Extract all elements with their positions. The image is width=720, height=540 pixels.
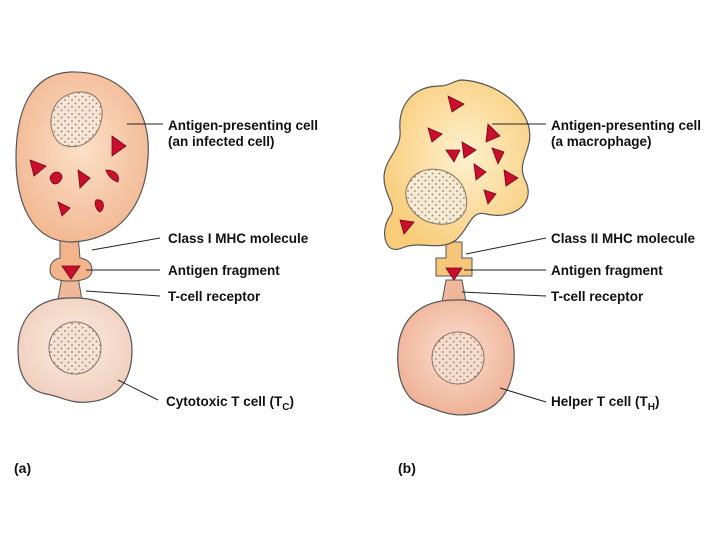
- antigen: [473, 163, 487, 181]
- antigen: [77, 169, 91, 189]
- label-apc-b-line2: (a macrophage): [551, 134, 652, 149]
- label-apc-b: Antigen-presenting cell (a macrophage): [551, 118, 701, 150]
- label-class-i-mhc: Class I MHC molecule: [168, 231, 309, 246]
- antigens-b: [399, 95, 519, 235]
- antigen: [49, 171, 63, 185]
- antigen: [461, 141, 477, 159]
- panel-b: [383, 79, 547, 416]
- antigen: [105, 169, 119, 183]
- antigen: [111, 135, 127, 157]
- antigen: [399, 219, 415, 235]
- antigen: [427, 127, 443, 143]
- antigen: [29, 159, 47, 177]
- antigen: [483, 189, 497, 205]
- antigen: [447, 95, 465, 113]
- antigen-fragment-b: [445, 267, 463, 281]
- panel-tag-a: (a): [14, 460, 32, 476]
- nucleus-chromatin-b: [405, 169, 467, 225]
- nucleus-chromatin-tc: [49, 322, 101, 374]
- antigen: [485, 123, 501, 143]
- label-apc-a-line2: (an infected cell): [168, 134, 275, 149]
- label-antigen-fragment-a: Antigen fragment: [168, 263, 280, 278]
- label-class-ii-mhc: Class II MHC molecule: [551, 231, 696, 246]
- leader-lines-b: [461, 123, 547, 403]
- label-antigen-fragment-b: Antigen fragment: [551, 263, 663, 278]
- antigen: [57, 201, 71, 217]
- nucleus-chromatin-th: [432, 332, 484, 384]
- nucleus-chromatin-a: [50, 92, 103, 147]
- panel-a: [15, 71, 163, 403]
- label-helper-t-cell: Helper T cell (TH): [551, 394, 660, 413]
- class-ii-mhc-molecule: [435, 241, 473, 277]
- class-i-mhc-molecule: [49, 235, 93, 282]
- antigen-fragment-a: [61, 265, 81, 280]
- panel-tag-b: (b): [398, 460, 416, 476]
- antigen: [491, 147, 505, 165]
- label-apc-b-line1: Antigen-presenting cell: [551, 118, 702, 133]
- antigen: [503, 169, 519, 187]
- antigen: [94, 199, 104, 213]
- label-t-cell-receptor-b: T-cell receptor: [551, 289, 644, 304]
- label-cytotoxic-t-cell: Cytotoxic T cell (TC): [166, 394, 295, 413]
- leader-lines-a: [85, 123, 163, 401]
- label-t-cell-receptor-a: T-cell receptor: [168, 289, 261, 304]
- label-apc-a-line1: Antigen-presenting cell: [168, 118, 319, 133]
- label-apc-a: Antigen-presenting cell (an infected cel…: [168, 118, 318, 150]
- t-cell-receptor-b: [441, 279, 467, 303]
- antigen: [445, 149, 461, 163]
- infected-cell: [15, 71, 149, 243]
- antigens-a: [29, 135, 127, 217]
